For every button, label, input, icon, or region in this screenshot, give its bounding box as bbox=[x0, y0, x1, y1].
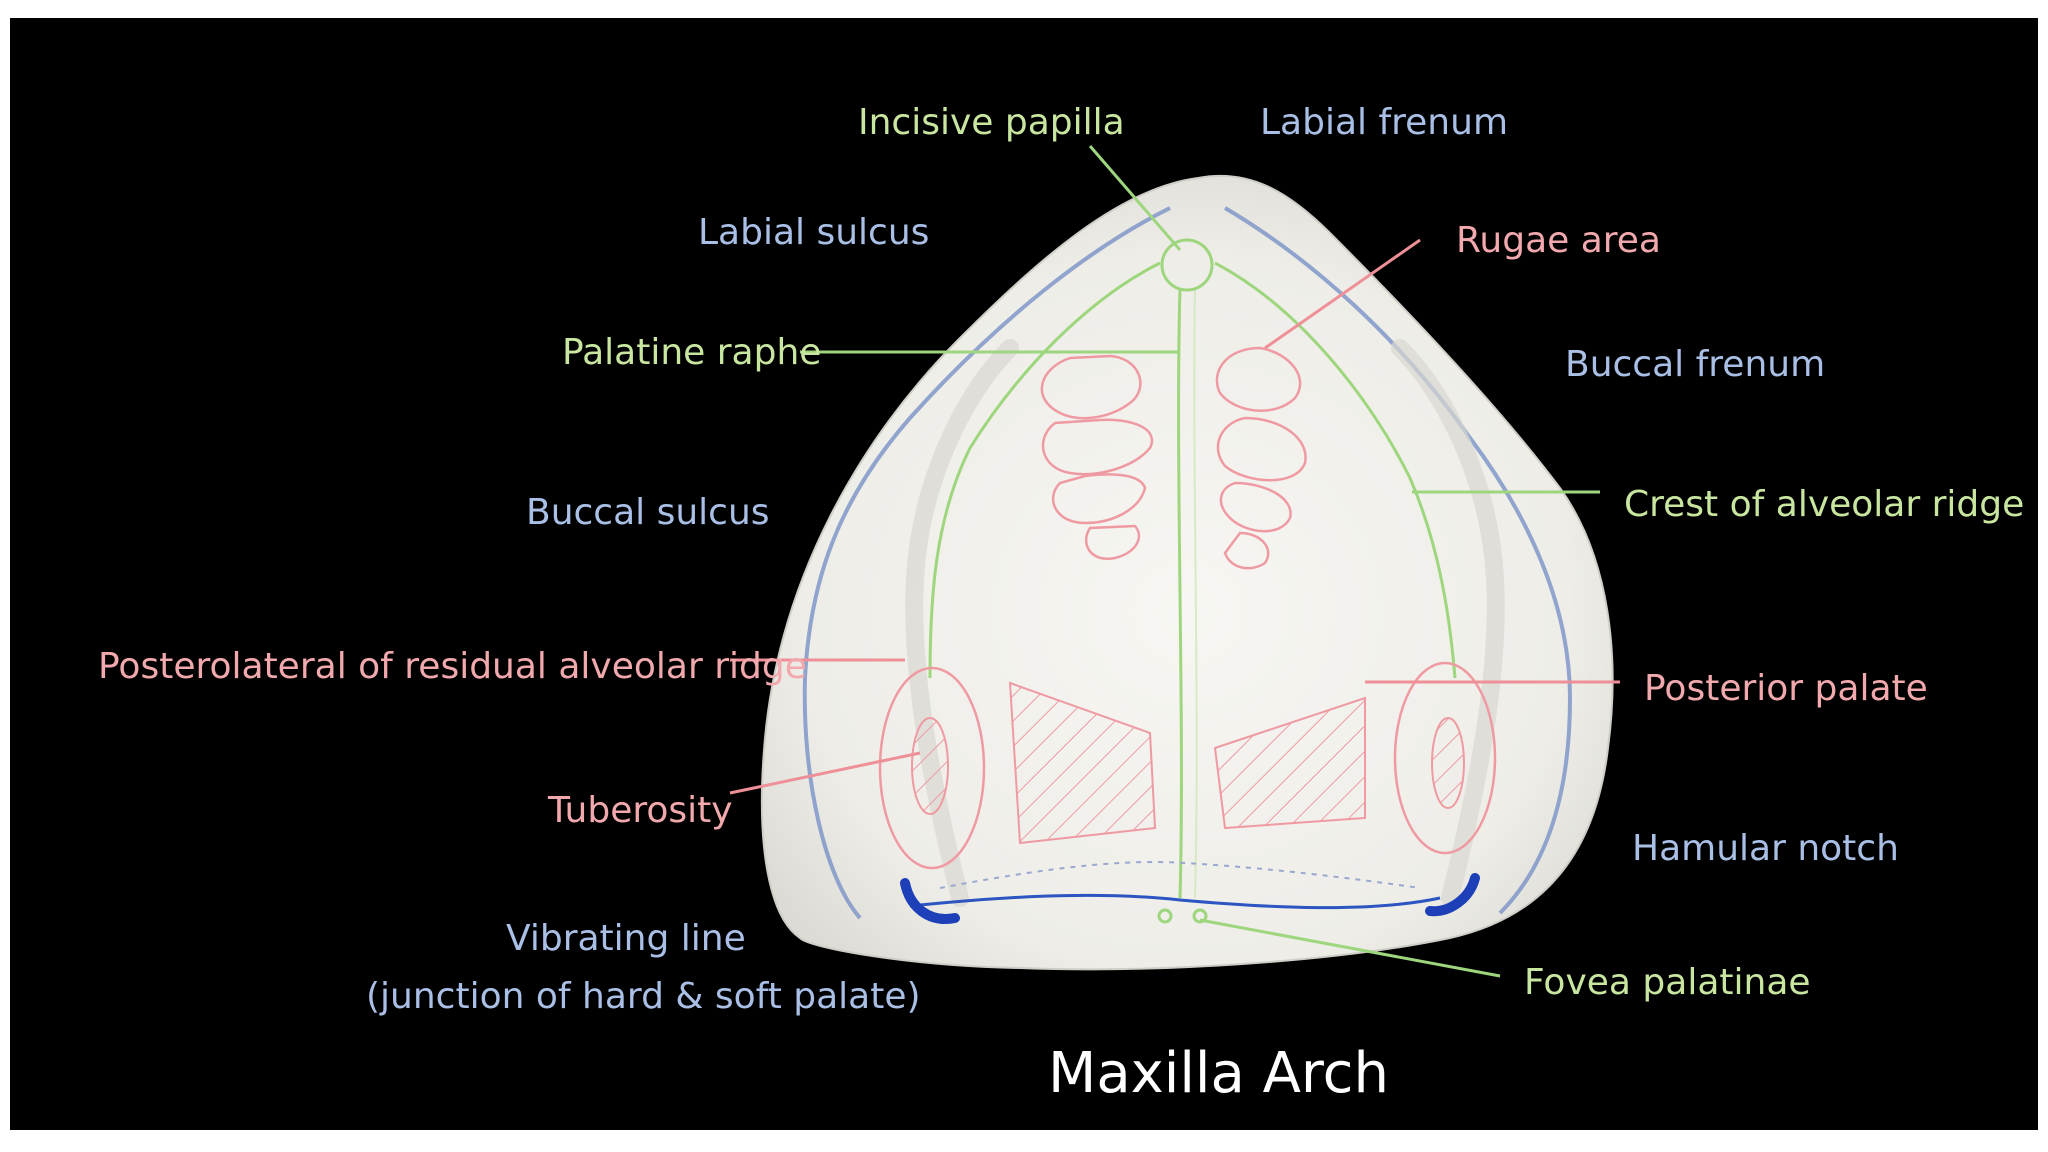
maxilla-cast bbox=[760, 174, 1614, 971]
fovea-dot-right bbox=[1192, 908, 1208, 924]
label-buccal-frenum: Buccal frenum bbox=[1565, 344, 1825, 385]
label-labial-frenum: Labial frenum bbox=[1260, 102, 1508, 143]
label-palatine-raphe: Palatine raphe bbox=[562, 332, 821, 373]
label-fovea-palatinae: Fovea palatinae bbox=[1524, 962, 1811, 1003]
incisive-papilla-circle bbox=[1160, 238, 1214, 292]
posterior-palate-right bbox=[1213, 696, 1366, 830]
label-vibrating-line-sub: (junction of hard & soft palate) bbox=[366, 976, 921, 1017]
label-incisive-papilla: Incisive papilla bbox=[858, 102, 1125, 143]
leader-lines bbox=[729, 145, 1620, 978]
hamular-notch-left bbox=[900, 878, 960, 924]
label-posterolateral: Posterolateral of residual alveolar ridg… bbox=[98, 646, 807, 687]
label-posterior-palate: Posterior palate bbox=[1644, 668, 1928, 709]
label-crest-of-alveolar-ridge: Crest of alveolar ridge bbox=[1624, 484, 2024, 525]
label-hamular-notch: Hamular notch bbox=[1632, 828, 1899, 869]
sulcus-groove bbox=[802, 206, 1171, 920]
label-tuberosity: Tuberosity bbox=[547, 790, 733, 831]
posterior-palate-left bbox=[1008, 681, 1157, 845]
crest-line-right bbox=[1214, 261, 1457, 679]
rugae-marks bbox=[1040, 346, 1307, 570]
label-labial-sulcus: Labial sulcus bbox=[698, 212, 929, 253]
hamular-notch-right bbox=[1425, 873, 1480, 917]
tuberosity-right bbox=[1393, 661, 1497, 855]
label-buccal-sulcus: Buccal sulcus bbox=[526, 492, 770, 533]
label-rugae-area: Rugae area bbox=[1456, 220, 1661, 261]
tuberosity-left bbox=[878, 666, 986, 870]
palatine-raphe-line bbox=[1177, 287, 1183, 899]
label-vibrating-line: Vibrating line bbox=[506, 918, 746, 959]
figure-frame: Incisive papilla Labial frenum Labial su… bbox=[10, 18, 2038, 1130]
fovea-dot-left bbox=[1157, 908, 1173, 924]
crest-line-left bbox=[928, 261, 1161, 679]
vibrating-line bbox=[909, 893, 1441, 910]
maxilla-arch-diagram: Incisive papilla Labial frenum Labial su… bbox=[98, 102, 2024, 1106]
figure-caption: Maxilla Arch bbox=[1048, 1041, 1389, 1106]
